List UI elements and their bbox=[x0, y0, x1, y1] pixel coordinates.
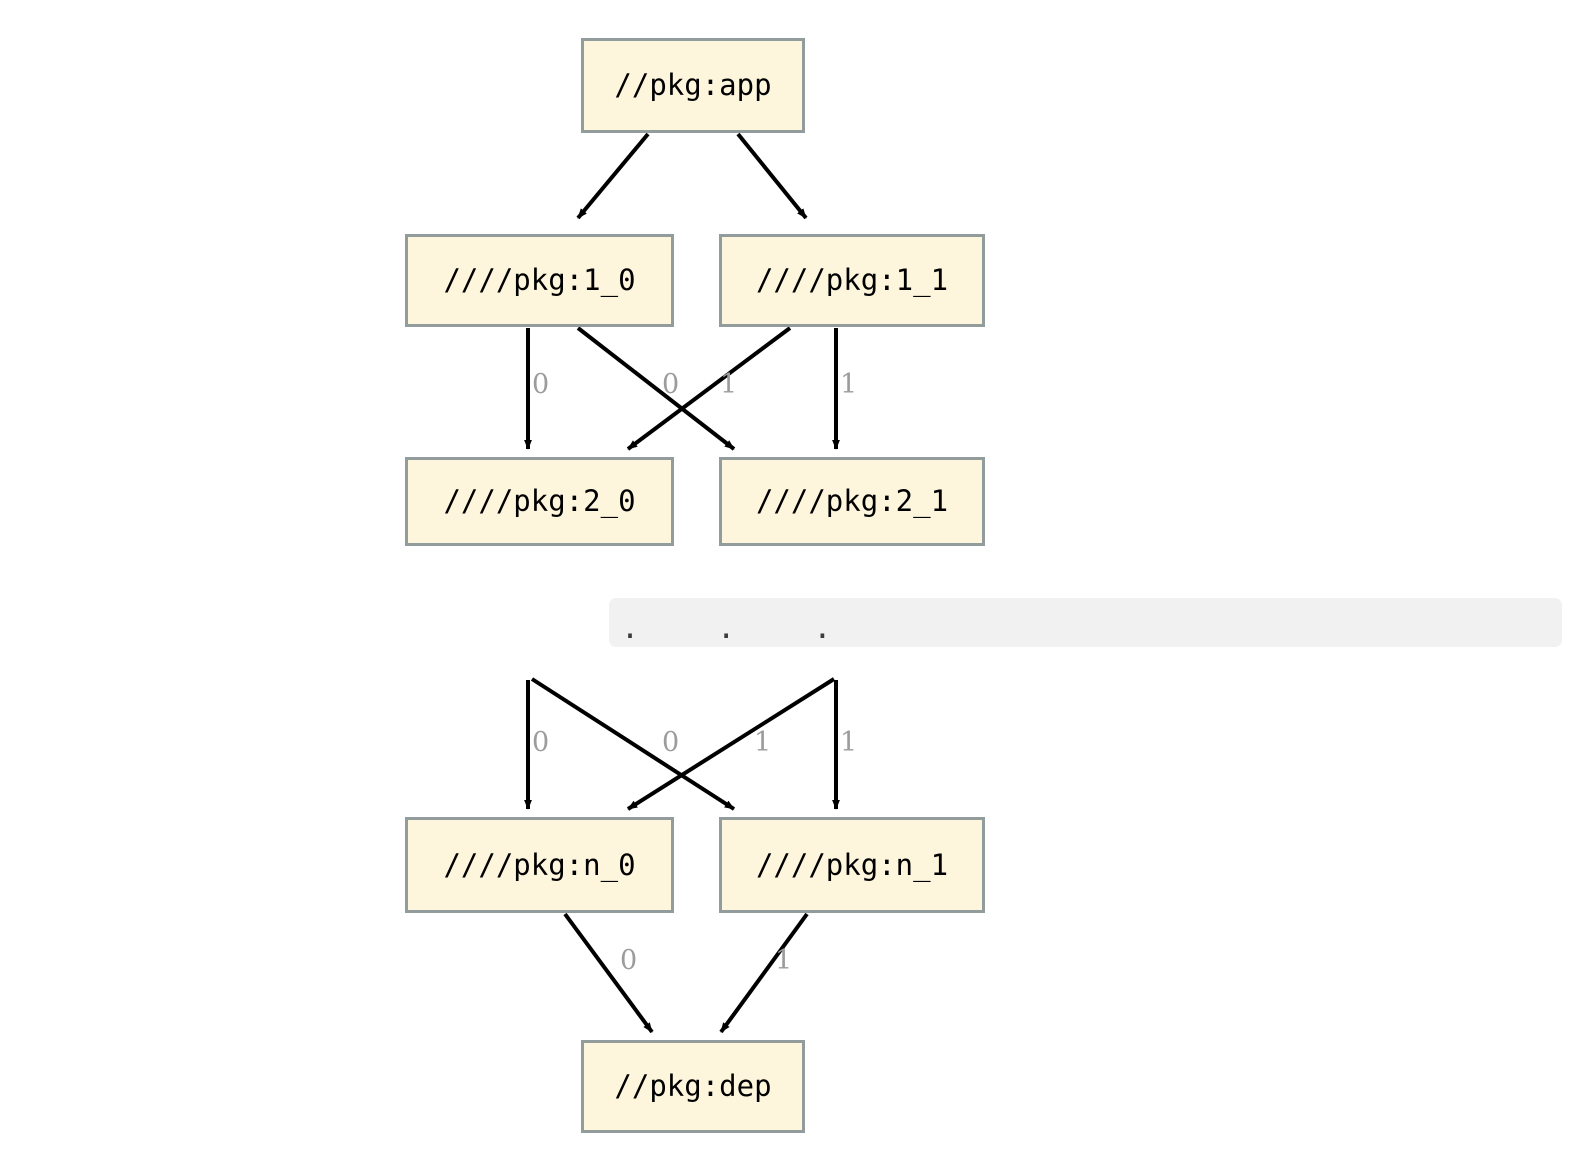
node-pkg-1_0[interactable]: ////pkg:1_0 bbox=[405, 234, 674, 327]
node-label: ////pkg:2_1 bbox=[755, 484, 949, 518]
node-pkg-n_0[interactable]: ////pkg:n_0 bbox=[405, 817, 674, 913]
node-label: ////pkg:1_0 bbox=[443, 263, 636, 297]
edge-cont-right-to-n_0 bbox=[626, 677, 836, 811]
edge-n_1-to-dep bbox=[719, 912, 809, 1034]
edge-label-cont-left-to-n_0: 0 bbox=[532, 727, 550, 758]
node-pkg-2_0[interactable]: ////pkg:2_0 bbox=[405, 457, 674, 546]
edge-1_1-to-2_0 bbox=[626, 326, 792, 451]
edge-label-1_0-to-2_1: 0 bbox=[662, 369, 680, 400]
ellipsis-continuation-bar: . . . bbox=[609, 598, 1562, 647]
edge-label-n_0-to-dep: 0 bbox=[620, 945, 638, 976]
edge-label-1_1-to-2_1: 1 bbox=[840, 369, 858, 400]
ellipsis-dots: . . . bbox=[621, 610, 846, 646]
node-label: ////pkg:n_1 bbox=[755, 847, 949, 882]
node-pkg-1_1[interactable]: ////pkg:1_1 bbox=[719, 234, 985, 327]
node-label: ////pkg:1_1 bbox=[755, 263, 949, 297]
node-label: //pkg:dep bbox=[614, 1069, 772, 1103]
edge-label-cont-right-to-n_0: 1 bbox=[754, 727, 772, 758]
node-pkg-app[interactable]: //pkg:app bbox=[581, 38, 805, 133]
edge-label-1_1-to-2_0: 1 bbox=[720, 369, 738, 400]
edge-label-1_0-to-2_0: 0 bbox=[532, 369, 550, 400]
node-pkg-dep[interactable]: //pkg:dep bbox=[581, 1040, 805, 1133]
node-pkg-n_1[interactable]: ////pkg:n_1 bbox=[719, 817, 985, 913]
edge-cont-left-to-n_1 bbox=[530, 677, 736, 811]
edge-label-n_1-to-dep: 1 bbox=[775, 945, 793, 976]
edge-n_0-to-dep bbox=[563, 912, 654, 1034]
edge-app-to-1_0 bbox=[576, 132, 650, 220]
edge-label-cont-right-to-n_1: 1 bbox=[840, 727, 858, 758]
edge-app-to-1_1 bbox=[736, 132, 808, 220]
edge-label-cont-left-to-n_1: 0 bbox=[662, 727, 680, 758]
node-label: //pkg:app bbox=[614, 68, 772, 102]
node-label: ////pkg:2_0 bbox=[443, 484, 636, 518]
node-label: ////pkg:n_0 bbox=[443, 847, 636, 882]
edge-1_0-to-2_1 bbox=[576, 326, 736, 451]
node-pkg-2_1[interactable]: ////pkg:2_1 bbox=[719, 457, 985, 546]
